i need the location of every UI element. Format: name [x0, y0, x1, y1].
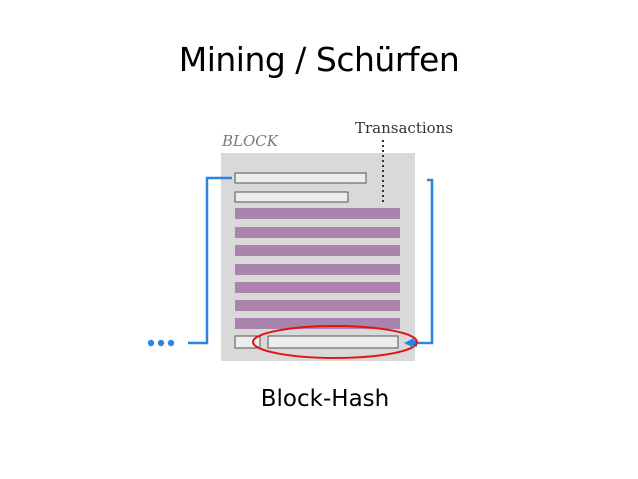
transaction-row — [235, 300, 400, 311]
transaction-row — [235, 208, 400, 219]
previous-hash-field — [234, 172, 367, 184]
arrowhead-icon — [404, 338, 414, 348]
block-label: BLOCK — [221, 132, 279, 150]
header-field — [234, 191, 349, 203]
transaction-row — [235, 245, 400, 256]
transaction-row — [235, 282, 400, 293]
previous-block-link-arrow — [188, 176, 232, 345]
transaction-row — [235, 318, 400, 329]
block-hash-caption: Block-Hash — [260, 386, 390, 412]
block-hash-highlight — [252, 325, 418, 359]
transaction-row — [235, 227, 400, 238]
transaction-row — [235, 264, 400, 275]
hash-input-arrow — [409, 178, 434, 347]
transactions-label: Transactions — [355, 119, 453, 137]
slide-title: Mining / Schürfen — [178, 40, 460, 79]
three-dots-icon — [147, 339, 175, 347]
block-hash-field — [267, 335, 399, 349]
